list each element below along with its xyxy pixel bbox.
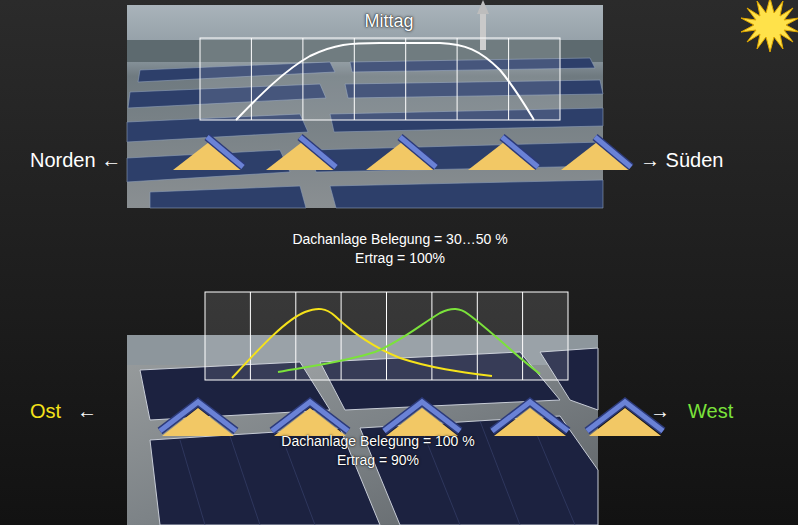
yield-chart-east-west (205, 292, 568, 380)
coverage-note: Dachanlage Belegung = 100 % (281, 434, 474, 449)
yield-note: Ertrag = 90% (337, 453, 419, 468)
roof-photo-south (127, 0, 603, 208)
mounting-racks-east-west (160, 402, 663, 436)
coverage-note: Dachanlage Belegung = 30…50 % (292, 232, 507, 247)
yield-note: Ertrag = 100% (355, 251, 445, 266)
direction-arrow: → (650, 400, 670, 422)
direction-arrow: ← (77, 400, 97, 422)
yield-chart-south (200, 38, 560, 120)
direction-label: West (688, 400, 733, 422)
time-label: Mittag (364, 12, 413, 32)
mounting-racks-south (173, 137, 631, 170)
direction-label: Ost (30, 400, 61, 422)
sun-icon (741, 0, 798, 52)
direction-label: → Süden (640, 149, 723, 171)
direction-label: Norden ← (30, 149, 121, 171)
